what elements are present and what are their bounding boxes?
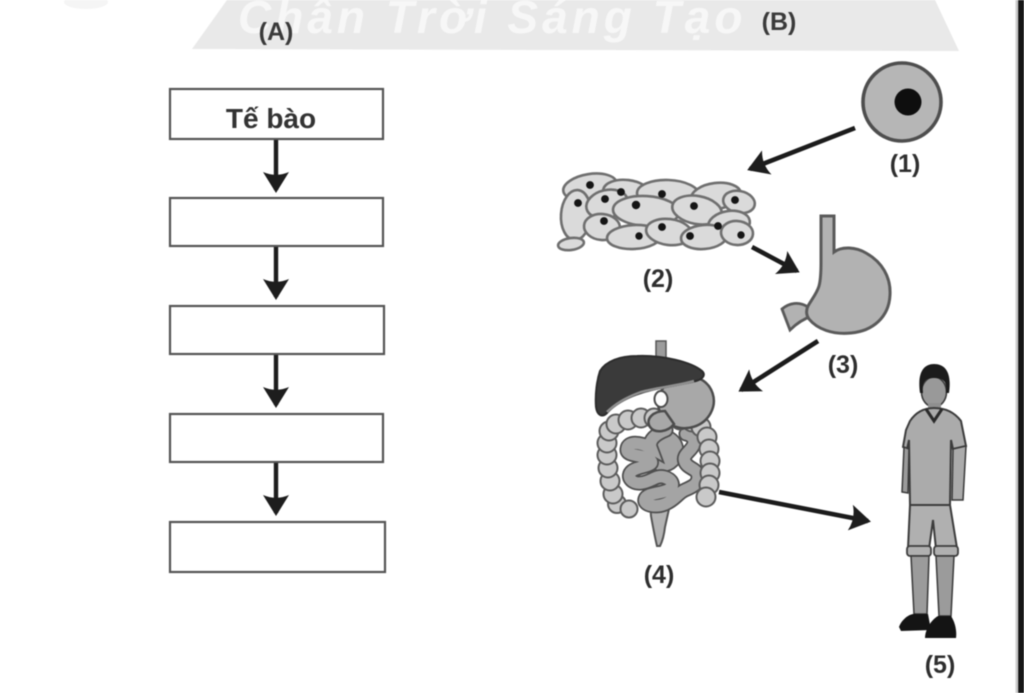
svg-text:(B): (B) (762, 8, 797, 36)
svg-text:Tế bào: Tế bào (226, 103, 316, 134)
svg-text:(4): (4) (644, 561, 675, 589)
svg-text:(3): (3) (828, 351, 859, 379)
svg-text:Chân Trời Sáng Tạo: Chân Trời Sáng Tạo (238, 0, 746, 43)
svg-text:(2): (2) (643, 265, 674, 293)
svg-text:(1): (1) (890, 150, 921, 178)
svg-text:(5): (5) (925, 651, 956, 679)
svg-text:(A): (A) (259, 18, 294, 46)
